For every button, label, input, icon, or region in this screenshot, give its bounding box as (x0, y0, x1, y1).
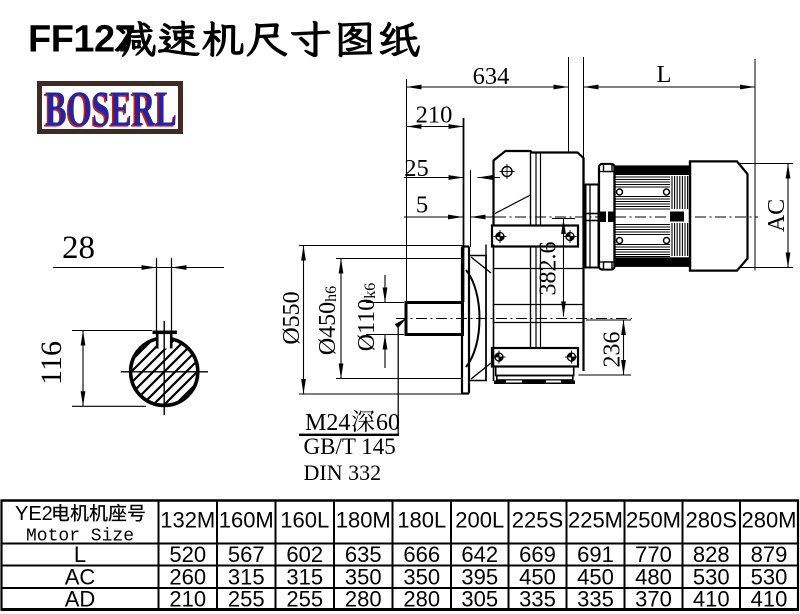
svg-text:280M: 280M (741, 508, 796, 533)
svg-text:410: 410 (751, 587, 788, 612)
svg-text:260: 260 (169, 565, 206, 590)
svg-text:370: 370 (635, 587, 672, 612)
svg-text:280: 280 (403, 587, 440, 612)
svg-text:255: 255 (286, 587, 323, 612)
svg-text:L: L (74, 542, 86, 567)
svg-text:160L: 160L (280, 508, 329, 533)
svg-text:210: 210 (416, 102, 453, 129)
svg-text:Ø110k6: Ø110k6 (354, 283, 380, 351)
svg-text:L: L (657, 61, 672, 88)
svg-text:236: 236 (600, 332, 626, 368)
svg-text:200L: 200L (455, 508, 504, 533)
svg-text:382.6: 382.6 (536, 242, 562, 296)
svg-text:Ø550: Ø550 (279, 291, 305, 344)
svg-text:Motor Size: Motor Size (26, 527, 134, 547)
svg-text:255: 255 (228, 587, 265, 612)
svg-text:315: 315 (286, 565, 323, 590)
svg-text:450: 450 (577, 565, 614, 590)
svg-text:530: 530 (751, 565, 788, 590)
svg-text:60: 60 (376, 410, 400, 436)
svg-text:770: 770 (635, 542, 672, 567)
svg-text:5: 5 (416, 192, 428, 219)
svg-text:567: 567 (228, 542, 265, 567)
svg-text:180L: 180L (397, 508, 446, 533)
svg-text:210: 210 (169, 587, 206, 612)
svg-text:GB/T 145: GB/T 145 (304, 434, 396, 459)
svg-text:AD: AD (65, 587, 96, 612)
svg-text:879: 879 (751, 542, 788, 567)
svg-text:691: 691 (577, 542, 614, 567)
svg-text:BOSERL: BOSERL (45, 80, 177, 136)
svg-text:YE2: YE2 (15, 503, 53, 525)
svg-text:BOSERL: BOSERL (44, 82, 176, 138)
svg-text:116: 116 (35, 341, 68, 385)
svg-text:602: 602 (286, 542, 323, 567)
svg-text:666: 666 (403, 542, 440, 567)
svg-text:M24: M24 (305, 410, 350, 436)
svg-text:335: 335 (519, 587, 556, 612)
svg-text:634: 634 (473, 63, 510, 90)
svg-text:335: 335 (577, 587, 614, 612)
svg-text:225M: 225M (568, 508, 623, 533)
svg-text:305: 305 (461, 587, 498, 612)
svg-text:315: 315 (228, 565, 265, 590)
svg-text:395: 395 (461, 565, 498, 590)
svg-text:AC: AC (65, 565, 96, 590)
svg-text:410: 410 (693, 587, 730, 612)
svg-text:669: 669 (519, 542, 556, 567)
svg-text:AC: AC (764, 199, 790, 232)
svg-text:520: 520 (169, 542, 206, 567)
svg-text:Ø450h6: Ø450h6 (315, 286, 341, 355)
svg-text:160M: 160M (219, 508, 274, 533)
svg-text:635: 635 (345, 542, 382, 567)
svg-text:280S: 280S (686, 508, 737, 533)
svg-text:642: 642 (461, 542, 498, 567)
svg-text:450: 450 (519, 565, 556, 590)
svg-text:DIN 332: DIN 332 (304, 460, 382, 485)
svg-text:180M: 180M (336, 508, 391, 533)
svg-text:480: 480 (635, 565, 672, 590)
svg-text:225S: 225S (512, 508, 563, 533)
svg-text:828: 828 (693, 542, 730, 567)
svg-text:FF127: FF127 (28, 19, 135, 61)
svg-text:350: 350 (403, 565, 440, 590)
svg-text:280: 280 (345, 587, 382, 612)
svg-text:28: 28 (62, 230, 95, 266)
svg-text:350: 350 (345, 565, 382, 590)
svg-text:250M: 250M (626, 508, 681, 533)
svg-text:132M: 132M (160, 508, 215, 533)
svg-text:530: 530 (693, 565, 730, 590)
